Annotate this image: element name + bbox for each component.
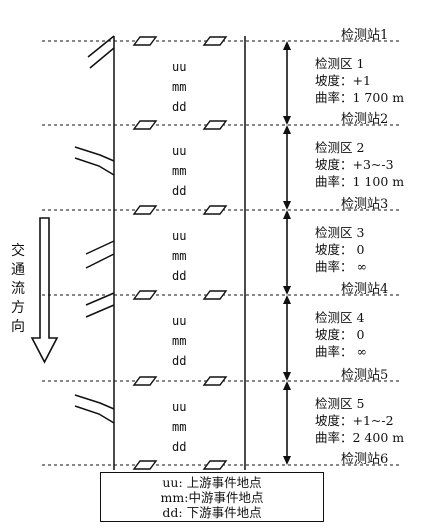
- zone-curvature: 曲率：1 700 m: [315, 90, 404, 105]
- zone-name: 检测区 5: [315, 396, 364, 411]
- arrow-head-up: [283, 381, 291, 390]
- zone-slope: 坡度： 0: [315, 327, 364, 342]
- detector-icon: [202, 36, 228, 46]
- zone-marker: dd: [172, 100, 186, 114]
- detector-icon: [132, 376, 158, 386]
- zone-marker: dd: [172, 184, 186, 198]
- legend-mm: mm:中游事件地点: [160, 490, 264, 505]
- station-1: 检测站1: [42, 28, 402, 46]
- detector-icon: [202, 460, 228, 470]
- station-label: 检测站5: [341, 368, 388, 383]
- zone-marker: uu: [172, 60, 186, 74]
- zone-marker: dd: [172, 354, 186, 368]
- station-label: 检测站6: [341, 452, 388, 467]
- zone-slope: 坡度：+1~-2: [315, 413, 394, 428]
- detector-icon: [132, 36, 158, 46]
- arrow-head-down: [283, 372, 291, 381]
- zone-curvature: 曲率：2 400 m: [315, 430, 404, 445]
- flow-char: 流: [11, 281, 25, 297]
- zone-marker: uu: [172, 229, 186, 243]
- zone-5: uu mm dd 检测区 5 坡度：+1~-2 曲率：2 400 m: [172, 381, 404, 465]
- zones-layer: uu mm dd 检测区 1 坡度：+1 曲率：1 700 m uu mm dd 检测区 2 坡度：…: [172, 41, 404, 465]
- zone-name: 检测区 3: [315, 225, 364, 240]
- zone-marker: dd: [172, 440, 186, 454]
- station-label: 检测站4: [341, 282, 388, 297]
- ramp-lines: [85, 240, 115, 269]
- zone-name: 检测区 2: [315, 140, 364, 155]
- zone-2: uu mm dd 检测区 2 坡度：+3~-3 曲率：1 100 m: [172, 125, 404, 210]
- zone-marker: mm: [172, 164, 186, 178]
- zone-name: 检测区 4: [315, 310, 364, 325]
- arrow-head-down: [283, 201, 291, 210]
- zone-3: uu mm dd 检测区 3 坡度： 0 曲率： ∞: [172, 210, 367, 295]
- legend-dd: dd: 下游事件地点: [162, 505, 262, 520]
- station-label: 检测站3: [341, 197, 388, 212]
- arrow-head-down: [283, 456, 291, 465]
- ramps-layer: [74, 35, 115, 424]
- station-5: 检测站5: [42, 368, 402, 386]
- station-6: 检测站6: [42, 452, 402, 470]
- detector-icon: [202, 205, 228, 215]
- flow-char: 向: [11, 319, 25, 335]
- legend-uu: uu: 上游事件地点: [162, 475, 262, 490]
- zone-marker: dd: [172, 269, 186, 283]
- zone-curvature: 曲率： ∞: [315, 344, 367, 359]
- flow-char: 通: [11, 262, 25, 278]
- zone-marker: uu: [172, 314, 186, 328]
- flow-char: 方: [11, 300, 25, 316]
- legend-box: uu: 上游事件地点 mm:中游事件地点 dd: 下游事件地点: [100, 472, 324, 522]
- station-label: 检测站2: [341, 112, 388, 127]
- detector-icon: [132, 290, 158, 300]
- zone-marker: mm: [172, 334, 186, 348]
- detector-icon: [202, 120, 228, 130]
- ramp-lines: [74, 146, 115, 176]
- zone-marker: mm: [172, 420, 186, 434]
- detector-icon: [132, 120, 158, 130]
- station-2: 检测站2: [42, 112, 402, 130]
- flow-direction-arrow: [30, 217, 59, 364]
- arrow-head-down: [283, 286, 291, 295]
- zone-name: 检测区 1: [315, 56, 364, 71]
- ramp-lines: [85, 292, 115, 318]
- arrow-head-up: [283, 295, 291, 304]
- zone-4: uu mm dd 检测区 4 坡度： 0 曲率： ∞: [172, 295, 367, 381]
- zone-marker: mm: [172, 80, 186, 94]
- ramp-lines: [74, 394, 115, 424]
- zone-1: uu mm dd 检测区 1 坡度：+1 曲率：1 700 m: [172, 41, 404, 125]
- stations-layer: 检测站1 检测站2 检测站3 检测站4 检测站5 检测站6: [42, 28, 402, 470]
- zone-slope: 坡度： 0: [315, 242, 364, 257]
- zone-slope: 坡度：+1: [315, 73, 371, 88]
- zone-slope: 坡度：+3~-3: [315, 157, 394, 172]
- zone-marker: mm: [172, 249, 186, 263]
- zone-curvature: 曲率： ∞: [315, 259, 367, 274]
- detector-icon: [132, 205, 158, 215]
- zone-curvature: 曲率：1 100 m: [315, 174, 404, 189]
- arrow-head-up: [283, 210, 291, 219]
- detector-icon: [202, 290, 228, 300]
- station-3: 检测站3: [42, 197, 402, 215]
- detector-icon: [132, 460, 158, 470]
- station-label: 检测站1: [341, 28, 388, 43]
- flow-char: 交: [11, 242, 25, 259]
- zone-marker: uu: [172, 400, 186, 414]
- ramp-lines: [87, 35, 115, 69]
- detector-icon: [202, 376, 228, 386]
- zone-marker: uu: [172, 144, 186, 158]
- station-4: 检测站4: [42, 282, 402, 300]
- arrow-head-up: [283, 125, 291, 134]
- arrow-head-up: [283, 41, 291, 50]
- arrow-head-down: [283, 116, 291, 125]
